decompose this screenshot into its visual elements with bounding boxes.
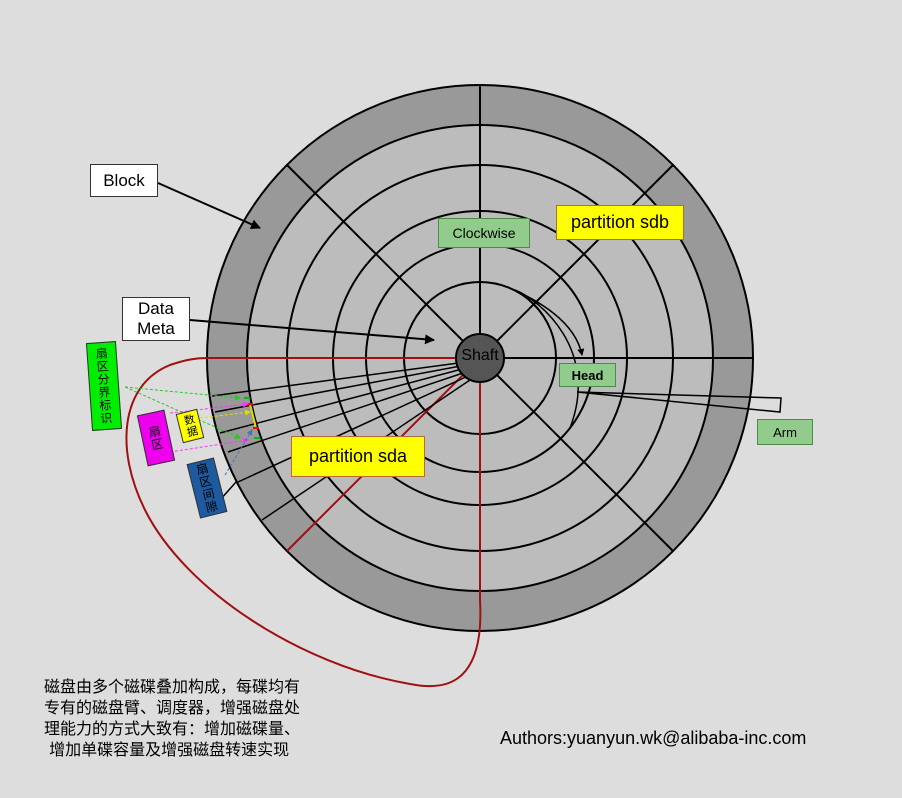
- fan-line-2: [214, 364, 467, 413]
- head-label: Head: [559, 363, 616, 387]
- data-meta-arrow: [189, 319, 435, 345]
- fan-line-5: [237, 375, 469, 483]
- caption: 磁盘由多个磁碟叠加构成，每碟均有 专有的磁盘臂、调度器，增强磁盘处 理能力的方式…: [44, 676, 354, 760]
- gap-pointer: [224, 429, 253, 476]
- shaft-label: Shaft: [461, 347, 499, 364]
- data-meta-line1: Data: [138, 299, 174, 318]
- shaft: [455, 333, 505, 383]
- marker-pointer: [124, 386, 241, 401]
- caption-line-4: 增加单碟容量及增强磁盘转速实现: [44, 740, 290, 759]
- caption-line-2: 专有的磁盘臂、调度器，增强磁盘处: [44, 698, 301, 717]
- partition-sdb-label: partition sdb: [556, 205, 684, 240]
- fan-line-1: [211, 361, 467, 397]
- partition-loop: [125, 357, 482, 688]
- tick-yellow: [249, 403, 257, 429]
- authors: Authors:yuanyun.wk@alibaba-inc.com: [500, 728, 807, 748]
- partition-sda-label: partition sda: [291, 436, 425, 477]
- data-pointer: [199, 409, 251, 419]
- caption-line-3: 理能力的方式大致有：增加磁碟量、: [44, 719, 301, 738]
- sector-line-nw: [286, 164, 481, 359]
- clockwise-label: Clockwise: [438, 218, 530, 248]
- block-arrow: [157, 182, 261, 229]
- block-label: Block: [90, 164, 158, 197]
- sector-pointer: [169, 401, 249, 414]
- arm-shape: [576, 391, 782, 413]
- sector-line-se: [479, 357, 674, 552]
- caption-line-1: 磁盘由多个磁碟叠加构成，每碟均有: [44, 677, 301, 696]
- fan-line-4: [227, 371, 467, 453]
- sector-marker-label: 扇区分界标识: [85, 341, 123, 431]
- arm-label: Arm: [757, 419, 813, 445]
- fan-line-3: [219, 367, 467, 434]
- data-meta-line2: Meta: [137, 319, 175, 338]
- sector-pointer-2: [169, 437, 249, 453]
- data-meta-label: Data Meta: [122, 297, 190, 341]
- sector-line-ne: [479, 164, 674, 359]
